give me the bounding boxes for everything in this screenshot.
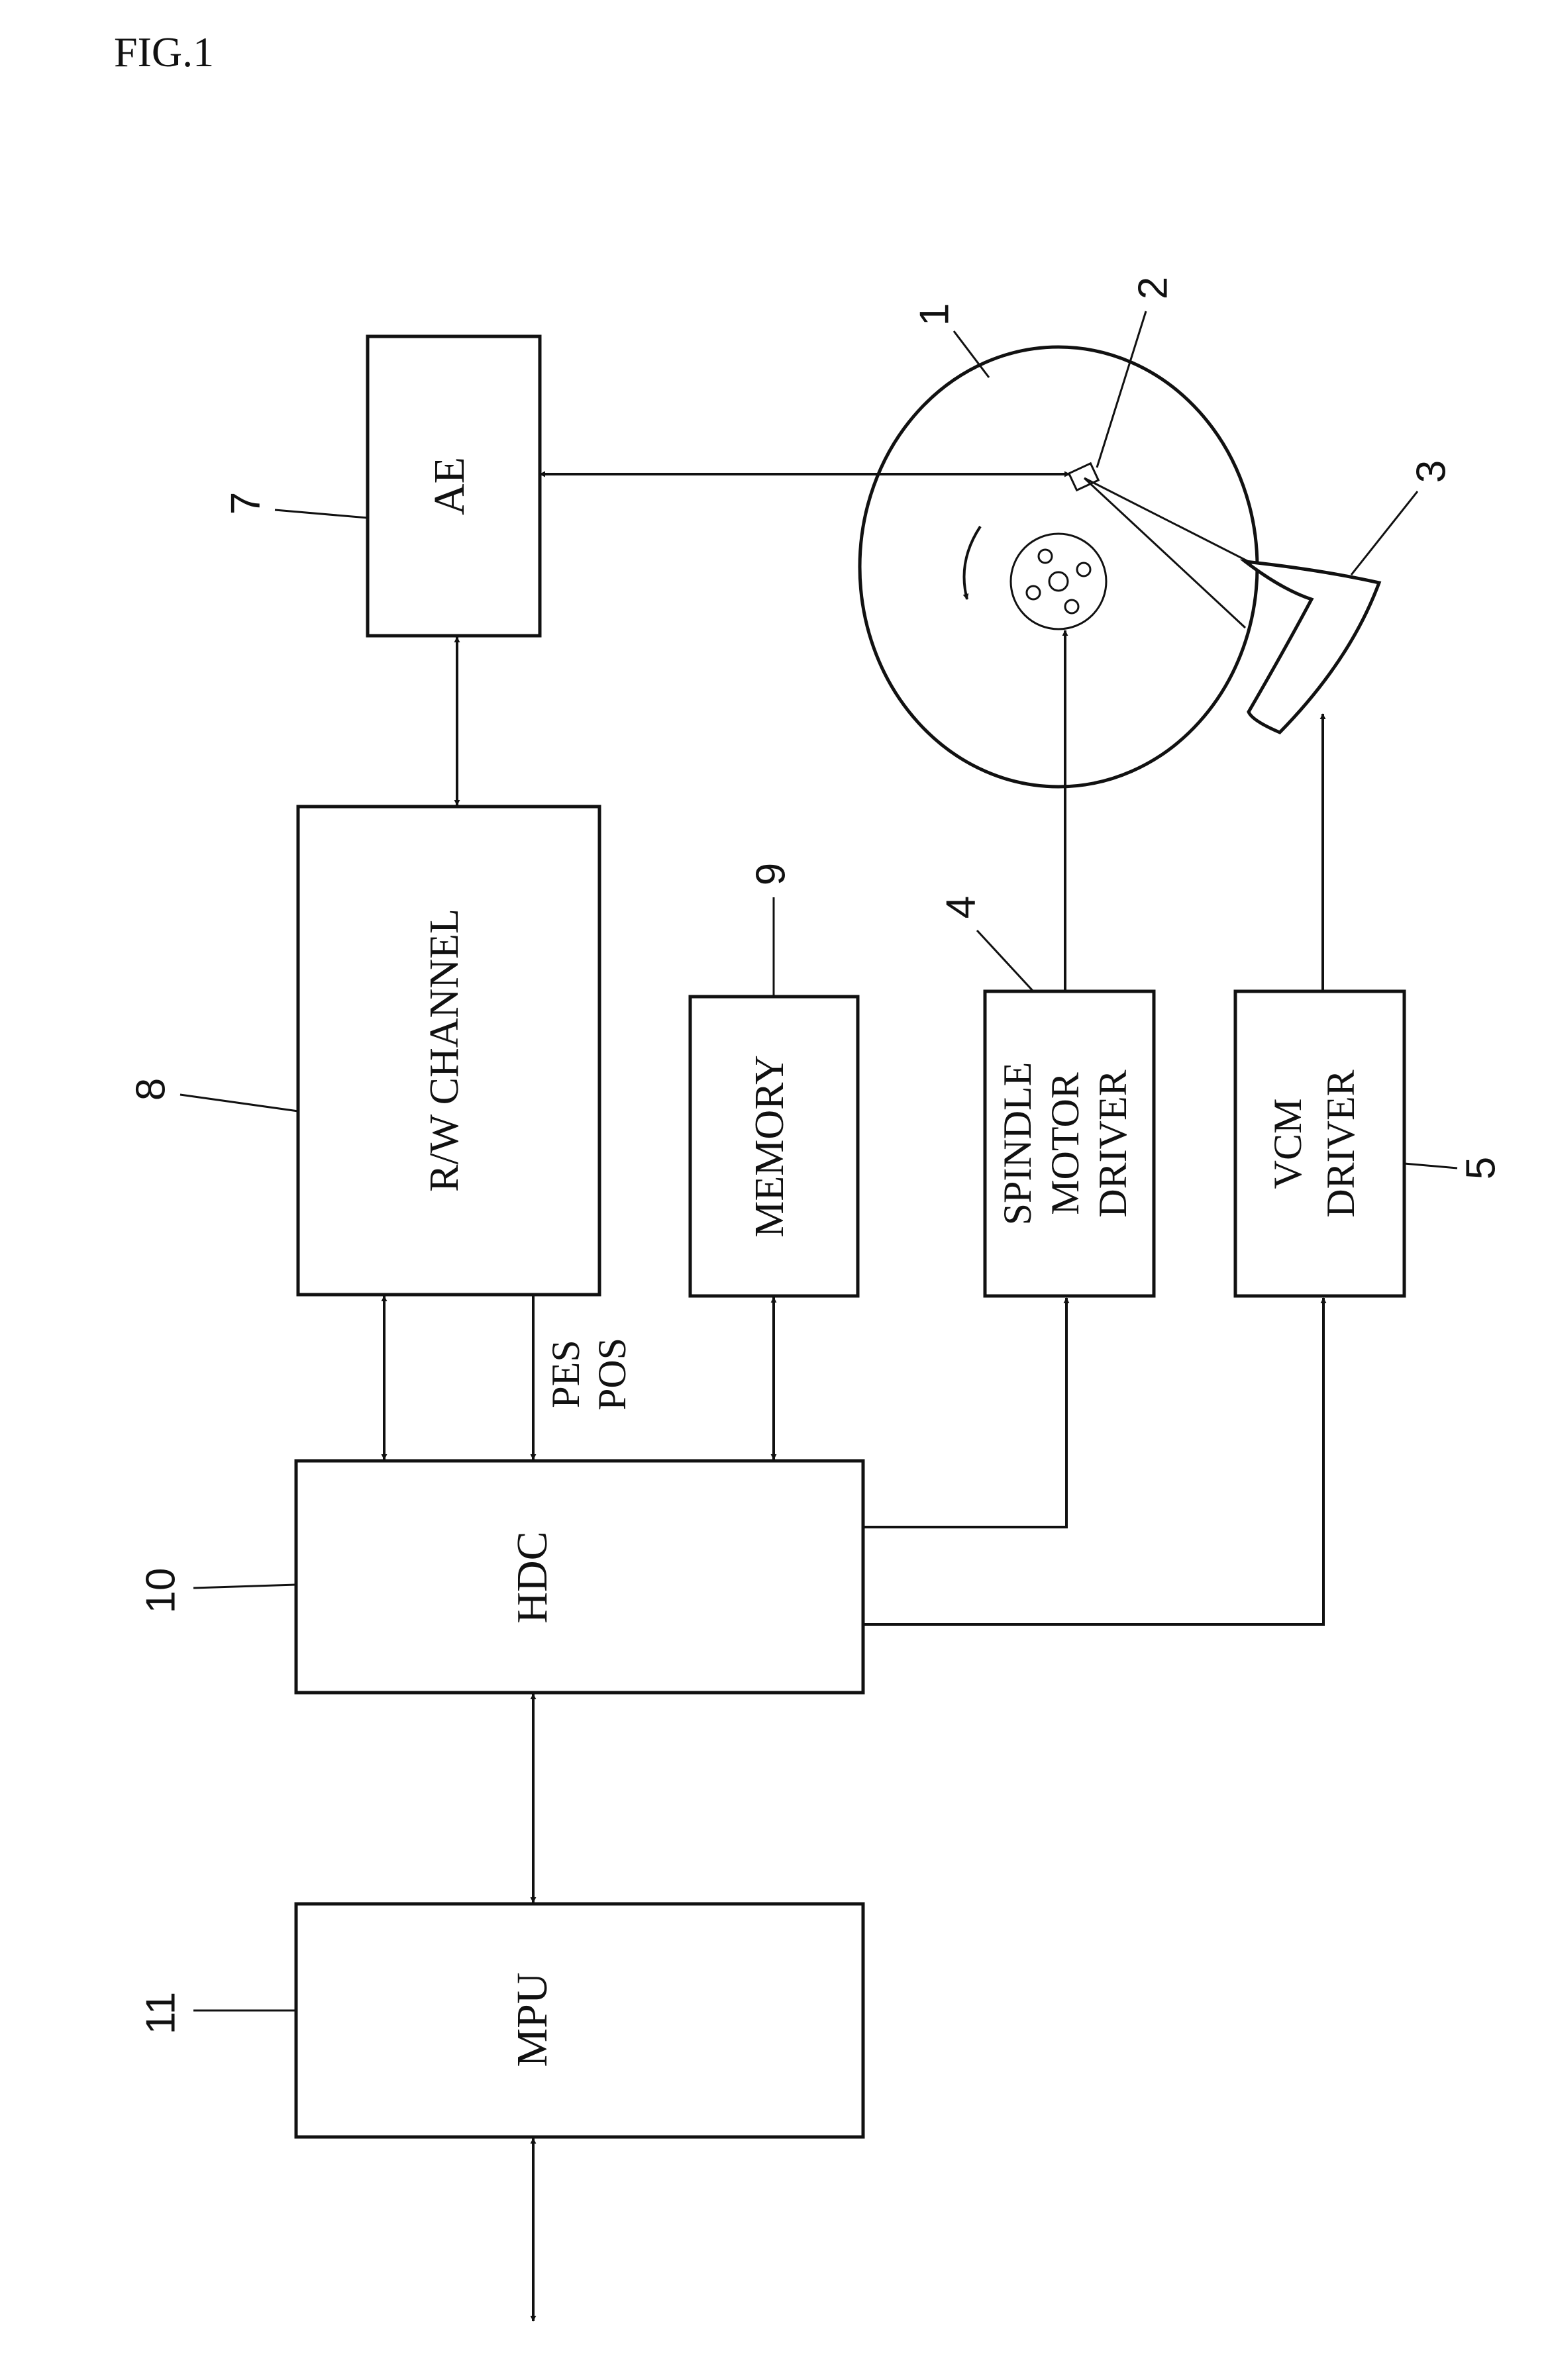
connections [381,471,1327,2322]
rotation-arrow [962,525,982,600]
spindle-motor-driver-block: SPINDLE MOTOR DRIVER [983,989,1156,1298]
ref-7: 7 [223,492,268,515]
ae-label: AE [425,457,474,515]
actuator-vcm [1239,559,1382,734]
rw-channel-block: R/W CHANNEL [296,805,601,1297]
head [1067,462,1100,492]
memory-block: MEMORY [688,995,860,1298]
ref-2: 2 [1130,277,1176,299]
ref-10: 10 [138,1568,183,1614]
spindle-motor-driver-line-1: SPINDLE [996,1062,1039,1226]
ae-block: AE [366,334,542,638]
figure-title: FIG.1 [114,28,214,75]
mpu-block: MPU [294,1902,865,2139]
ref-3: 3 [1408,460,1454,483]
hdc-block: HDC [294,1459,865,1695]
ref-9: 9 [748,863,794,885]
memory-label: MEMORY [747,1055,792,1238]
vcm-driver-line-2: DRIVER [1319,1069,1363,1217]
mpu-label: MPU [508,1972,556,2067]
hdc-spindle-link [863,1297,1070,1528]
hdc-vcm-link [863,1297,1327,1626]
disk [858,345,1259,789]
ref-1: 1 [911,303,957,326]
spindle-hub [1009,532,1108,630]
ref-11: 11 [138,1992,183,2034]
vcm-driver-block: VCM DRIVER [1233,989,1406,1298]
pes-label: PES [544,1340,588,1408]
ref-4: 4 [938,896,984,918]
vcm-driver-line-1: VCM [1266,1099,1310,1189]
spindle-motor-driver-line-3: DRIVER [1091,1069,1135,1217]
rw-channel-label: R/W CHANNEL [422,909,467,1192]
ref-8: 8 [128,1078,174,1101]
spindle-motor-driver-line-2: MOTOR [1043,1072,1087,1215]
ref-5: 5 [1458,1157,1504,1179]
hdc-label: HDC [508,1531,556,1623]
reference-numerals: 7 8 9 4 5 10 11 1 2 3 [128,277,1504,2034]
pos-label: POS [590,1338,634,1411]
